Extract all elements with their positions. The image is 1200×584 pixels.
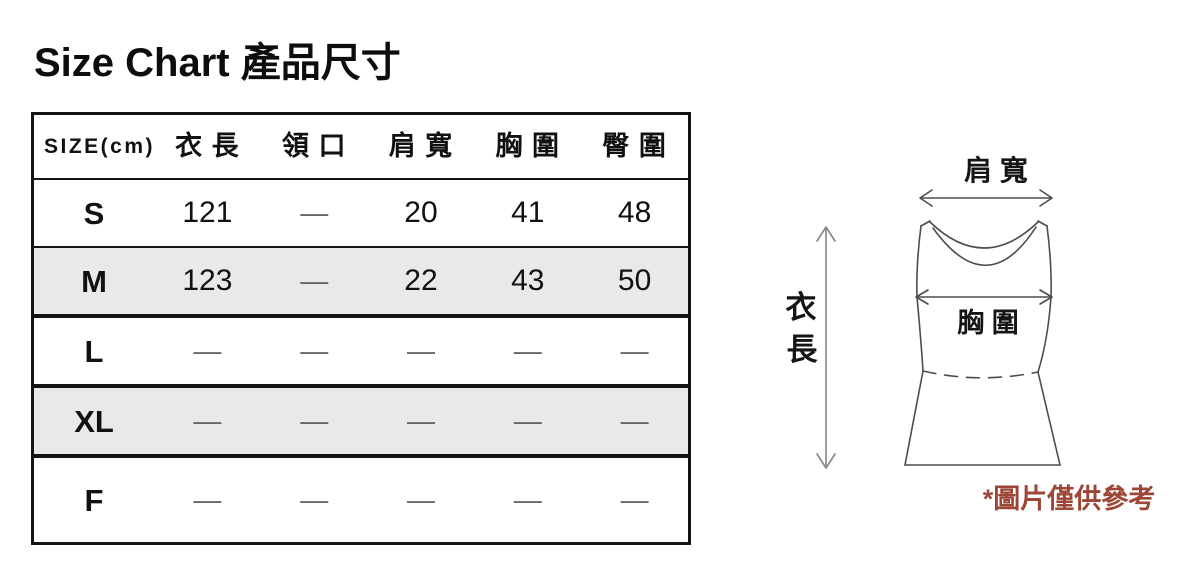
- skirt-left: [904, 370, 924, 466]
- table-row: M 123 — 22 43 50: [34, 248, 688, 318]
- garment-outline: [904, 220, 1061, 466]
- value-cell: —: [193, 484, 222, 515]
- value-cell: —: [620, 335, 649, 366]
- value-cell: 123: [182, 264, 233, 297]
- column-header: 肩 寬: [388, 131, 454, 161]
- table-row: L — — — — —: [34, 318, 688, 388]
- value-cell: —: [513, 484, 542, 515]
- skirt-right: [1037, 371, 1061, 466]
- back-neckline: [929, 221, 1039, 249]
- chest-width-arrow: [915, 289, 1053, 305]
- value-cell: —: [406, 405, 435, 436]
- garment-length-arrow: [816, 226, 836, 469]
- value-cell: 43: [511, 264, 545, 297]
- value-cell: —: [300, 484, 329, 515]
- right-side: [1037, 296, 1052, 373]
- size-label: XL: [74, 403, 114, 439]
- value-cell: —: [406, 484, 435, 515]
- value-cell: 48: [617, 196, 652, 229]
- size-label: M: [81, 263, 107, 299]
- size-label: L: [84, 333, 104, 369]
- value-cell: —: [620, 405, 649, 436]
- column-header: 衣 長: [175, 131, 240, 161]
- right-armhole: [1046, 225, 1052, 298]
- value-cell: —: [193, 335, 222, 366]
- chest-width-label: 胸 圍: [957, 308, 1019, 338]
- size-label: S: [83, 195, 105, 231]
- value-cell: 41: [511, 196, 545, 229]
- column-header: 胸 圍: [495, 131, 561, 161]
- value-cell: —: [300, 197, 329, 228]
- column-header-size: SIZE(cm): [44, 135, 156, 158]
- column-header: 領 口: [281, 131, 347, 161]
- value-cell: —: [300, 335, 329, 366]
- table-row: S 121 — 20 41 48: [34, 180, 688, 248]
- value-cell: —: [300, 265, 329, 296]
- waist-dashed-line: [922, 370, 1039, 379]
- value-cell: —: [406, 335, 435, 366]
- left-side: [916, 296, 924, 372]
- front-neckline: [932, 226, 1037, 266]
- table-row: F — — — — —: [34, 458, 688, 542]
- garment-length-label-char1: 衣: [786, 290, 817, 325]
- garment-diagram: 肩 寬 衣 長: [786, 154, 1156, 514]
- value-cell: 50: [617, 264, 652, 297]
- value-cell: —: [193, 405, 222, 436]
- value-cell: 121: [182, 196, 233, 229]
- shoulder-width-label: 肩 寬: [964, 154, 1028, 186]
- page-title: Size Chart 產品尺寸: [34, 41, 401, 85]
- table-header-row: SIZE(cm) 衣 長 領 口 肩 寬 胸 圍 臀 圍: [34, 115, 688, 180]
- value-cell: —: [620, 484, 649, 515]
- column-header: 臀 圍: [602, 131, 667, 161]
- shoulder-width-arrow: [919, 189, 1053, 207]
- value-cell: —: [300, 405, 329, 436]
- left-armhole: [916, 225, 922, 298]
- value-cell: —: [513, 335, 542, 366]
- table-row: XL — — — — —: [34, 388, 688, 458]
- size-label: F: [84, 482, 104, 518]
- value-cell: 20: [404, 196, 438, 229]
- garment-length-label-char2: 長: [787, 332, 819, 367]
- value-cell: —: [513, 405, 542, 436]
- reference-note: *圖片僅供參考: [983, 483, 1156, 514]
- value-cell: 22: [404, 264, 438, 297]
